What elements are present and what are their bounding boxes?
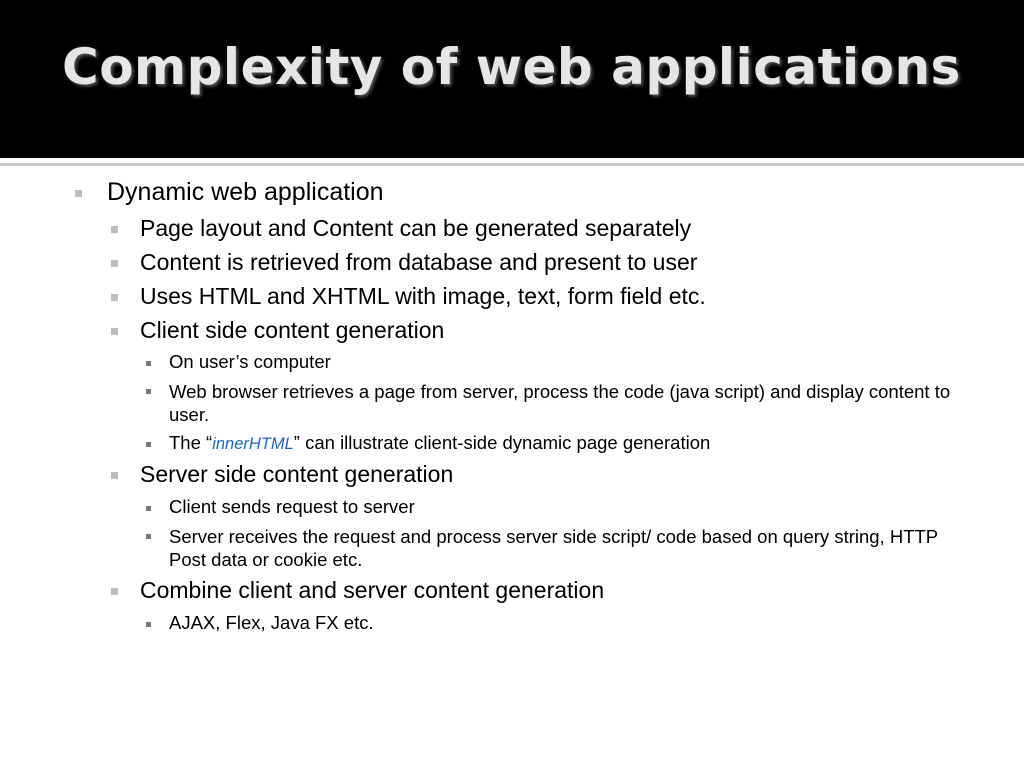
bullet-item: Dynamic web application [107,178,384,206]
bullet-item: Server receives the request and process … [169,526,938,570]
bullet-marker [146,534,151,539]
bullet-item: Client side content generation [140,317,445,343]
bullet-item: The “innerHTML” can illustrate client-si… [169,432,710,454]
bullet-item: Page layout and Content can be generated… [140,215,692,241]
title-divider [0,163,1024,166]
bullet-suffix: ” can illustrate client-side dynamic pag… [293,432,711,453]
bullet-item: Uses HTML and XHTML with image, text, fo… [140,283,706,309]
bullet-marker [146,389,151,394]
bullet-marker [75,190,82,197]
bullet-marker [146,361,151,366]
bullet-item: Web browser retrieves a page from server… [169,381,951,425]
bullet-item: Client sends request to server [169,496,415,517]
bullet-prefix: The “ [169,432,213,453]
bullet-marker [111,588,118,595]
bullet-marker [111,260,118,267]
slide-title: Complexity of web applications [62,38,961,96]
bullet-marker [146,622,151,627]
title-bar: Complexity of web applications [0,0,1024,158]
innerhtml-link[interactable]: innerHTML [212,435,294,453]
bullet-marker [111,328,118,335]
bullet-item: Combine client and server content genera… [140,577,605,603]
bullet-marker [111,294,118,301]
bullet-item: Server side content generation [140,461,454,487]
bullet-item: On user’s computer [169,351,331,372]
bullet-item: AJAX, Flex, Java FX etc. [169,612,374,633]
bullet-marker [146,442,151,447]
bullet-marker [146,506,151,511]
bullet-marker [111,472,118,479]
bullet-marker [111,226,118,233]
bullet-item: Content is retrieved from database and p… [140,249,698,275]
